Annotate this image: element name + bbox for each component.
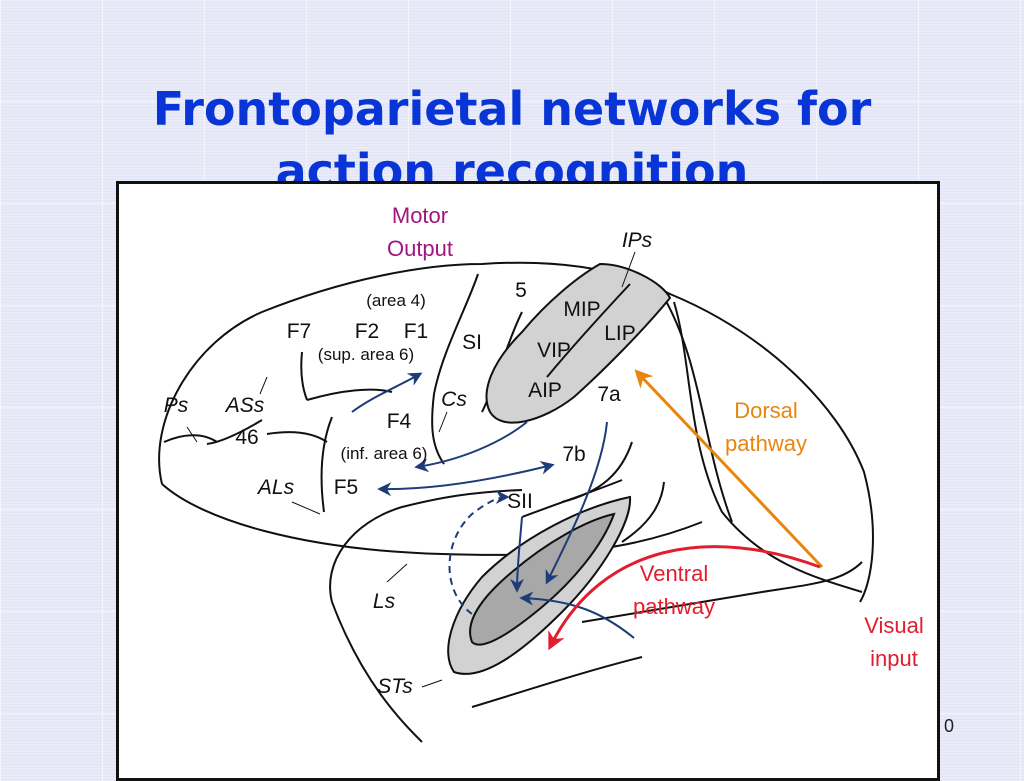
f2-label: F2 [355, 320, 380, 343]
sii-label: SII [507, 490, 533, 513]
ips-label: IPs [622, 229, 653, 252]
motor-output-label-line2: Output [387, 236, 453, 261]
mip-label: MIP [563, 298, 600, 321]
slide-title: Frontoparietal networks for action recog… [0, 78, 1024, 202]
leader-lines [186, 251, 636, 688]
sup-area6-label: (sup. area 6) [318, 345, 414, 364]
dorsal-pathway-arrow [634, 369, 824, 569]
title-line-1: Frontoparietal networks for [152, 82, 872, 136]
f7-label: F7 [287, 320, 312, 343]
arrow-dashed-sii [448, 490, 510, 615]
arrow-aip-f5 [414, 421, 528, 473]
arrow-sii-sts [510, 516, 525, 593]
sts-inner-region [469, 512, 616, 646]
ass-label: ASs [224, 394, 265, 417]
cortex-outline [158, 261, 874, 743]
f1-label: F1 [404, 320, 429, 343]
ps-label: Ps [164, 394, 189, 417]
dorsal-pathway-label-line1: Dorsal [734, 398, 798, 423]
sts-label: STs [377, 675, 413, 698]
ips-fundus-line [546, 283, 631, 378]
arrow-to-f4 [351, 372, 423, 413]
cs-label: Cs [441, 388, 467, 411]
aip-label: AIP [528, 379, 562, 402]
ventral-pathway-label-line1: Ventral [640, 561, 709, 586]
area7a-label: 7a [597, 383, 621, 406]
arrow-f5-7b [377, 460, 555, 497]
area46-label: 46 [235, 426, 258, 449]
ventral-pathway-arrow [548, 545, 821, 651]
visual-input-label-line1: Visual [864, 613, 924, 638]
inf-area6-label: (inf. area 6) [341, 444, 428, 463]
f4-label: F4 [387, 410, 412, 433]
als-label: ALs [256, 476, 295, 499]
brain-diagram-frame: Motor Output Dorsal pathway Ventral path… [116, 181, 940, 781]
arrow-visual-sts [519, 591, 635, 639]
ls-label: Ls [373, 590, 396, 613]
intraparietal-sulcus-region [485, 262, 672, 424]
slide-number: 0 [944, 716, 955, 736]
dorsal-pathway-label-line2: pathway [725, 431, 807, 456]
area7b-label: 7b [562, 443, 585, 466]
ventral-pathway-label-line2: pathway [633, 594, 715, 619]
visual-input-label-line2: input [870, 646, 918, 671]
arrow-ips-sts [545, 421, 608, 585]
area4-label: (area 4) [366, 291, 426, 310]
si-label: SI [462, 331, 482, 354]
connection-arrows [351, 372, 635, 639]
lip-label: LIP [604, 322, 636, 345]
area5-label: 5 [515, 279, 527, 302]
f5-label: F5 [334, 476, 359, 499]
motor-output-label-line1: Motor [392, 203, 448, 228]
vip-label: VIP [537, 339, 571, 362]
